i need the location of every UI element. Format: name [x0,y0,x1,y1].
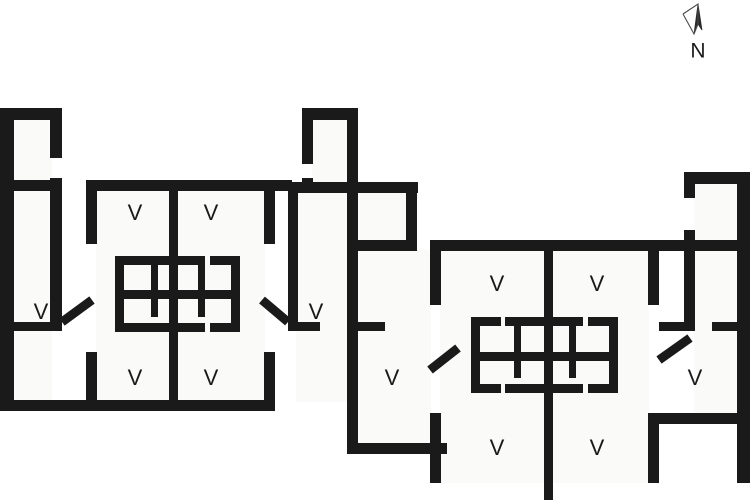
right-wing-mid-horz [659,240,750,251]
right-wing-window-lo [684,230,695,244]
mid-bottom-horz [347,443,447,454]
left-wing-stub-east [27,322,62,331]
left-wing-lower-room [12,190,52,401]
room-label: V [128,365,143,390]
right-wing-west-upper [684,172,695,198]
north-arrow-icon: N [682,2,706,63]
north-letter: N [690,40,705,63]
left-core-mid-horz [115,290,240,299]
room-label: V [490,271,505,296]
right-core-stub-a [514,326,521,378]
left-bldg-east-lower [264,352,275,410]
room-label: V [204,200,219,225]
left-chamfer-wall [59,296,95,326]
room-label: V [309,299,324,324]
room-label: V [385,365,400,390]
left-wing-mid-horz [0,180,62,191]
mid-lower-chamfer [427,344,461,374]
left-core-bot-right [210,323,240,332]
mid-shaft-west [302,108,313,164]
mid-shaft-room [312,118,348,184]
right-bldg-ne-room [552,250,649,483]
left-core-top-right [210,256,240,265]
right-wing-chamfer [656,334,693,364]
left-bldg-west [86,180,97,244]
mid-right-room [357,192,407,242]
right-bldg-west-lower [430,413,441,483]
left-core-top-left [115,256,145,265]
right-wing-bottom [648,413,750,424]
right-core-mid-horz [471,352,618,361]
north-arrow-left-vane [682,2,699,36]
left-bldg-bottom [86,400,275,411]
right-core-bot-right [588,384,618,393]
left-wing-top [0,108,62,120]
mid-right-shaft-east [406,186,417,242]
mid-left-room [296,192,348,402]
right-bldg-top [430,240,675,251]
room-label: V [204,365,219,390]
right-core-top-left [471,317,501,326]
left-wing-east-upper [50,108,62,158]
left-wing-outer-west [0,108,14,411]
room-label: V [128,200,143,225]
left-bldg-east [264,180,275,244]
room-label: V [590,271,605,296]
mid-shaft-east [347,108,358,246]
left-bldg-top [86,180,292,191]
right-wing-west-lower [684,240,695,322]
room-label-layer: V V V V V V V V V V V V [34,200,703,460]
room-label: V [590,435,605,460]
right-wing-top [684,172,750,184]
left-core-stub-a [151,265,158,317]
left-core-stub-b [198,265,205,317]
mid-lower-room [357,250,431,444]
right-bldg-east-lower [648,413,659,483]
left-core-top-center [140,256,205,265]
right-core-bot-center [505,384,583,393]
right-core-top-center [505,317,583,326]
diagonal-wall-layer [59,296,693,374]
right-bldg-nw-room [440,250,545,483]
left-core-bot-center [140,323,205,332]
right-core-top-right [588,317,618,326]
right-core-stub-b [569,326,576,378]
left-wing-east-lower [50,180,62,322]
left-wing-bottom [0,400,90,411]
left-bldg-west-lower [86,352,97,410]
right-bldg-mid-vert [544,246,553,500]
right-wing-upper [694,183,738,241]
right-core-bot-left [471,384,501,393]
right-wing-stub-left [659,322,695,331]
wall-layer [0,108,750,500]
mid-stub-left [288,322,320,331]
left-wing-stub-west [0,322,36,331]
right-wing-lower [694,250,738,414]
right-wing-stub-right [712,322,750,331]
mid-horz-lower [347,240,417,251]
mid-vert-left [288,182,298,330]
left-core-bot-left [115,323,145,332]
left-wing-upper-room [12,118,52,182]
room-label: V [490,435,505,460]
room-label: V [34,299,49,324]
right-bldg-east [648,240,659,305]
mid-stub-right [355,322,385,331]
mid-chamfer-wall [259,296,291,326]
room-label: V [688,365,703,390]
mid-vert-center [347,182,358,454]
right-bldg-west [430,240,441,305]
mid-shaft-top [302,108,358,120]
